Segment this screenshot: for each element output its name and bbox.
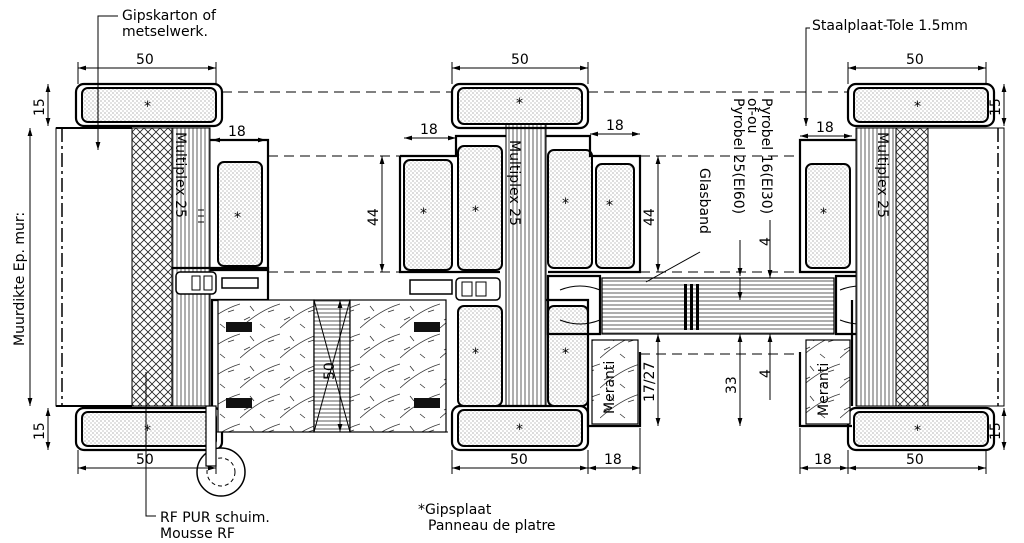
center-multiplex-label: Multiplex 25 [506, 140, 522, 226]
right-stop-gips-marker: * [820, 206, 827, 222]
dim-bottom-left-50: 50 [136, 452, 154, 468]
right-multiplex-label: Multiplex 25 [874, 132, 890, 218]
dimensions: 50 50 50 18 18 18 18 44 44 15 15 15 15 [12, 52, 1007, 474]
left-frame: * * * Multiplex 25 [55, 82, 270, 452]
gipsplaat-note-2: Panneau de platre [428, 518, 556, 534]
dim-33: 33 [724, 376, 740, 394]
dim-18-center-left: 18 [420, 122, 438, 138]
center-right-inner-marker: * [562, 196, 569, 212]
gipskarton-label-1: Gipskarton of [122, 8, 217, 24]
center-left-stop-marker: * [420, 206, 427, 222]
center-lower-right-marker: * [562, 346, 569, 362]
center-left-inner [457, 145, 503, 271]
right-meranti-label: Meranti [816, 363, 832, 416]
center-meranti [591, 339, 639, 425]
dim-44-right: 44 [642, 208, 658, 226]
right-top-gips-marker: * [914, 99, 921, 115]
center-left-stop [403, 159, 453, 271]
staalplaat-label: Staalplaat-Tole 1.5mm [812, 18, 968, 34]
right-meranti [805, 339, 851, 425]
dim-44-left: 44 [366, 208, 382, 226]
left-top-gips-marker: * [144, 99, 151, 115]
rf-pur-label-2: Mousse RF [160, 526, 235, 542]
dim-top-right-50: 50 [906, 52, 924, 68]
right-bottom-gips-marker: * [914, 423, 921, 439]
right-stop-gipsplaat [805, 163, 851, 269]
muurdikte-label: Muurdikte Ep. mur: [12, 212, 28, 346]
left-bottom-gips-marker: * [144, 423, 151, 439]
left-insulation [131, 127, 173, 407]
dim-15-right-top: 15 [988, 98, 1004, 116]
pyrobel-line-1: Pyrobel 16(EI30) [758, 98, 774, 214]
door-wood-right [349, 299, 447, 433]
center-top-gipsplaat [457, 87, 583, 125]
gipsplaat-note-1: *Gipsplaat [418, 502, 492, 518]
dim-4-top: 4 [758, 237, 774, 246]
left-stop-gips-marker: * [234, 210, 241, 226]
right-bottom-gipsplaat [853, 411, 989, 447]
left-stop-gipsplaat [217, 161, 263, 267]
center-bottom-gips-marker: * [516, 422, 523, 438]
dim-15-right-bottom: 15 [988, 422, 1004, 440]
right-frame: Meranti * * * Multiplex 25 [798, 82, 1005, 452]
reference-lines [222, 91, 848, 355]
door-leaf: 50 [196, 299, 448, 497]
dim-17-27: 17/27 [642, 362, 658, 402]
center-frame: Meranti * * * * * * * * Multiplex 25 [398, 82, 642, 452]
center-multiplex [505, 121, 547, 407]
dim-bottom-center-50: 50 [510, 452, 528, 468]
pyrobel-line-2: of-ou [744, 98, 760, 133]
gipskarton-label-2: metselwerk. [122, 24, 208, 40]
dim-15-left-top: 15 [32, 98, 48, 116]
door-50-dim: 50 [322, 362, 338, 380]
dim-18-center-right: 18 [606, 118, 624, 134]
left-wall [55, 127, 133, 407]
dim-bottom-right-50: 50 [906, 452, 924, 468]
center-right-inner [547, 149, 593, 269]
dim-top-left-50: 50 [136, 52, 154, 68]
right-insulation [895, 127, 929, 407]
right-wall [927, 127, 1005, 407]
dim-4-bottom: 4 [758, 369, 774, 378]
center-lower-left-gips [457, 305, 503, 407]
center-left-inner-marker: * [472, 204, 479, 220]
glass-panel [601, 277, 835, 335]
rf-pur-label-1: RF PUR schuim. [160, 510, 270, 526]
right-multiplex [855, 127, 897, 407]
left-top-gipsplaat [81, 87, 217, 123]
dim-15-left-bottom: 15 [32, 422, 48, 440]
dim-bottom-right-18: 18 [814, 452, 832, 468]
dim-bottom-center-18: 18 [604, 452, 622, 468]
dim-18-right: 18 [816, 120, 834, 136]
dim-18-left: 18 [228, 124, 246, 140]
center-right-stop-marker: * [606, 198, 613, 214]
dim-top-center-50: 50 [511, 52, 529, 68]
callouts: Gipskarton of metselwerk. Staalplaat-Tol… [95, 8, 968, 542]
glasband-label: Glasband [696, 168, 712, 234]
left-multiplex-label: Multiplex 25 [172, 132, 188, 218]
center-right-stop [595, 163, 635, 269]
door-wood-left [217, 299, 315, 433]
center-meranti-label: Meranti [602, 361, 618, 414]
center-bottom-gipsplaat [457, 409, 583, 447]
right-top-gipsplaat [853, 87, 989, 123]
center-top-gips-marker: * [516, 96, 523, 112]
center-lower-left-marker: * [472, 346, 479, 362]
